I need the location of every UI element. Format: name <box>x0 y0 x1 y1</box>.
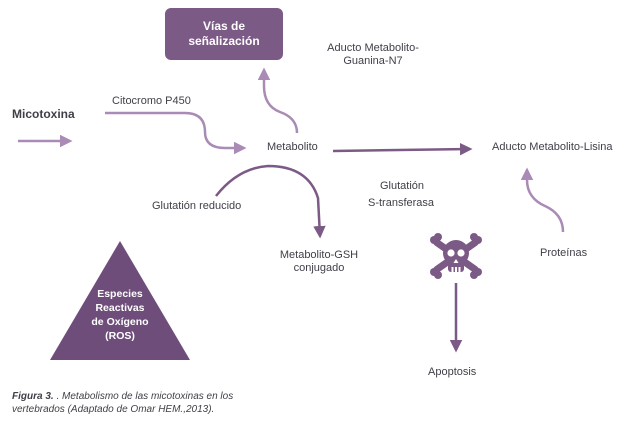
glutathione-conjugation-arrow <box>215 164 326 239</box>
apoptosis-label: Apoptosis <box>428 366 477 378</box>
metabolite-label: Metabolito <box>267 141 318 153</box>
gst-line-2: S-transferasa <box>368 197 435 209</box>
ros-line-3: de Oxígeno <box>70 315 170 329</box>
figure-caption-text: . Metabolismo de las micotoxinas en los … <box>12 391 234 415</box>
guanine-adduct-label: Aducto Metabolito- Guanina-N7 <box>318 42 428 68</box>
guanine-adduct-line-1: Aducto Metabolito- <box>327 42 419 54</box>
ros-line-2: Reactivas <box>95 302 145 314</box>
skull-and-crossbones-icon <box>430 233 482 279</box>
figure-label: Figura 3. <box>12 391 54 402</box>
lysine-adduct-label: Aducto Metabolito-Lisina <box>492 141 613 153</box>
signaling-pathways-box: Vías de señalización <box>165 8 283 60</box>
figure-caption: Figura 3. . Metabolismo de las micotoxin… <box>12 390 272 416</box>
ros-line-4: Oxígeno <box>106 316 149 328</box>
cytochrome-arrow <box>105 111 247 155</box>
gsh-conjugate-line-2: conjugado <box>293 262 345 274</box>
signal-arrow <box>257 67 299 134</box>
proteins-label: Proteínas <box>540 247 588 259</box>
signaling-line-1: Vías de <box>202 19 246 33</box>
ros-line-5: (ROS) <box>105 330 135 342</box>
ros-label: Especies Reactivas de Oxígeno (ROS) <box>70 287 170 343</box>
gsh-conjugate-label: Metabolito-GSH conjugado <box>264 249 374 275</box>
gst-line-1: Glutatión <box>380 180 425 192</box>
cytochrome-label: Citocromo P450 <box>112 95 191 107</box>
proteins-arrow <box>520 167 565 233</box>
gsh-conjugate-line-1: Metabolito-GSH <box>279 249 359 261</box>
ros-triangle <box>50 241 190 360</box>
mycotoxin-label: Micotoxina <box>12 107 75 121</box>
signaling-line-2: señalización <box>188 34 260 48</box>
guanine-adduct-line-2: Guanina-N7 <box>343 55 403 67</box>
ros-line-3a: de <box>91 316 104 328</box>
lysine-adduct-arrow <box>332 142 473 156</box>
ros-line-1: Especies <box>97 288 143 300</box>
reduced-glutathione-label: Glutatión reducido <box>152 200 242 212</box>
